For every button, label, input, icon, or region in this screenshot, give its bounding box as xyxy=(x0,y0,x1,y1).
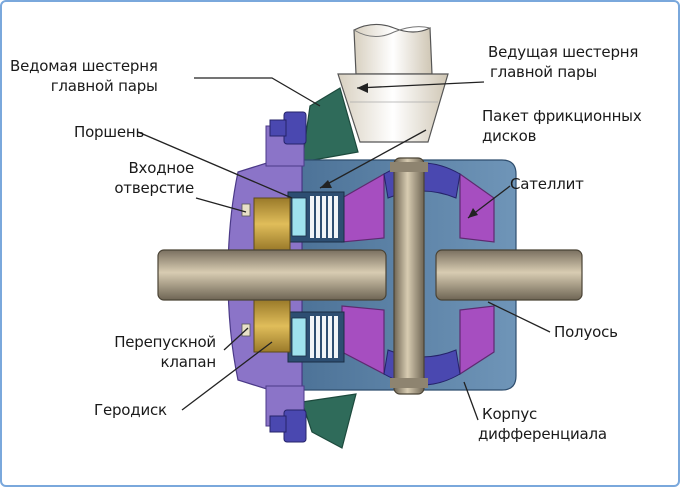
satellite-pin xyxy=(390,157,428,395)
label-piston: Поршень xyxy=(74,123,145,141)
label-inlet: Входное отверстие xyxy=(114,159,194,197)
label-friction-pack: Пакет фрикционных дисков xyxy=(482,107,642,145)
arrowheads xyxy=(320,83,478,218)
label-bypass-valve: Перепускной клапан xyxy=(114,333,216,371)
axle-shafts xyxy=(157,249,583,301)
ring-gear xyxy=(301,87,359,449)
label-housing: Корпус дифференциала xyxy=(478,405,607,443)
label-axle: Полуось xyxy=(554,323,618,341)
drive-pinion xyxy=(337,23,449,143)
label-gerodisk: Геродиск xyxy=(94,401,167,419)
leader-lines xyxy=(137,77,551,421)
label-driven-gear: Ведомая шестерня главной пары xyxy=(10,57,158,95)
gerodisk-pump xyxy=(241,197,291,353)
label-drive-gear: Ведущая шестерня главной пары xyxy=(488,43,639,81)
label-satellite: Сателлит xyxy=(510,175,584,193)
housing-bolts xyxy=(269,111,307,443)
friction-pack xyxy=(287,191,345,363)
